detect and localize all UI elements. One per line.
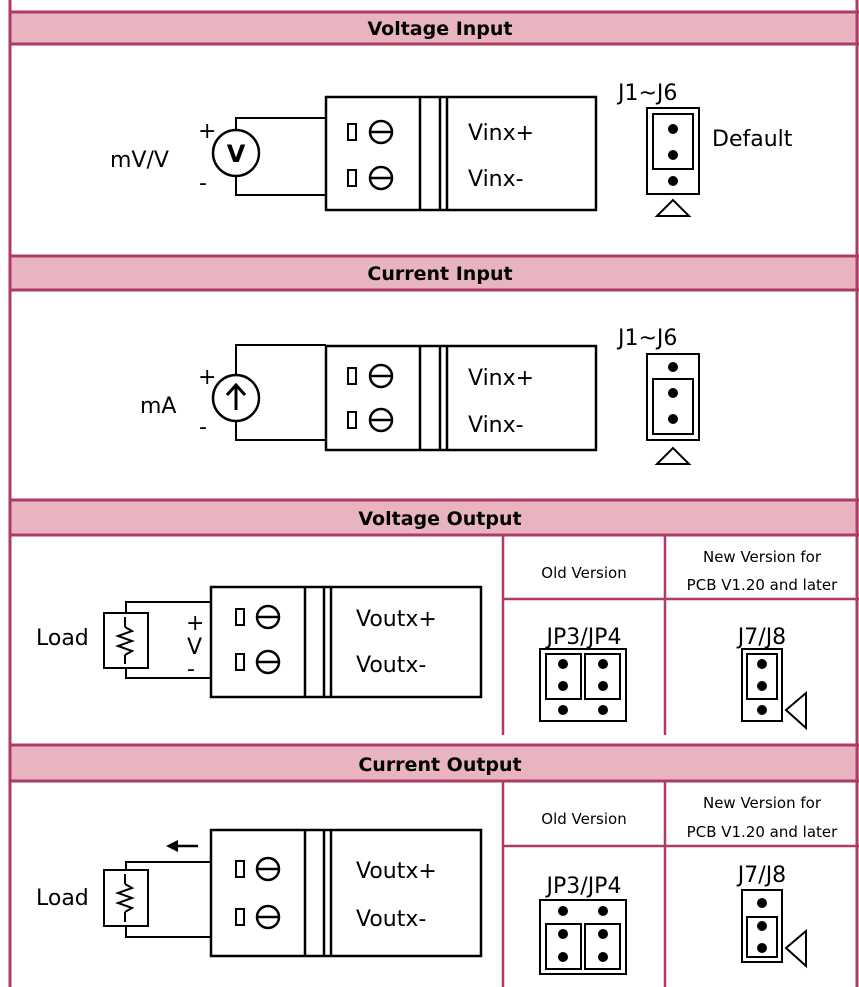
old-version-label: Old Version (541, 810, 626, 828)
new-version-line2: PCB V1.20 and later (687, 823, 838, 841)
plus-sign: + (198, 365, 216, 390)
plus-sign: + (198, 119, 216, 144)
section-title: Current Input (367, 263, 512, 285)
section-title: Voltage Input (367, 18, 512, 40)
wire-plus (235, 344, 326, 375)
old-version-label: Old Version (541, 564, 626, 582)
triangle-icon (784, 690, 807, 731)
section-voltage-output: Voltage Output Old Version New Version f… (10, 500, 859, 735)
load-label: Load (36, 626, 89, 651)
triangle-icon (784, 928, 807, 969)
old-jumper-header (539, 899, 627, 975)
source-label: mV/V (110, 148, 169, 173)
terminal-block (209, 585, 483, 699)
arrow-left-icon (166, 840, 198, 852)
jumper-header (646, 353, 700, 441)
diagram-frame (8, 0, 859, 987)
wire-minus (235, 176, 326, 196)
new-jumper-label: J7/J8 (736, 625, 786, 650)
wire-plus (235, 117, 326, 130)
new-jumper-header (741, 648, 783, 722)
wire-minus (235, 421, 326, 441)
meter-symbol: V (227, 140, 246, 168)
terminal-vout-plus: Voutx+ (356, 607, 437, 632)
section-title: Current Output (358, 754, 521, 776)
terminal-vin-plus: Vinx+ (468, 121, 534, 146)
old-jumper-header (539, 648, 627, 722)
terminal-vout-minus: Voutx- (356, 653, 426, 678)
jumper-label: J1~J6 (616, 81, 677, 106)
minus-sign: - (199, 415, 207, 440)
section-title: Voltage Output (358, 508, 521, 530)
load-label: Load (36, 886, 89, 911)
terminal-block (209, 828, 483, 958)
section-voltage-input: Voltage Input V mV/V + - Vinx+ Vinx- J1~… (10, 12, 859, 217)
jumper-header (646, 107, 700, 195)
plus-sign: + (186, 611, 204, 636)
new-jumper-label: J7/J8 (736, 863, 786, 888)
terminal-vout-minus: Voutx- (356, 907, 426, 932)
old-jumper-label: JP3/JP4 (545, 874, 622, 899)
terminal-vout-plus: Voutx+ (356, 859, 437, 884)
minus-sign: - (187, 657, 195, 682)
new-version-line1: New Version for (703, 794, 822, 812)
terminal-vin-plus: Vinx+ (468, 366, 534, 391)
triangle-icon (654, 446, 692, 465)
terminal-vin-minus: Vinx- (468, 413, 524, 438)
minus-sign: - (199, 171, 207, 196)
jumper-note: Default (712, 127, 793, 152)
resistor-icon (103, 612, 149, 669)
v-label: V (187, 635, 202, 660)
new-version-line2: PCB V1.20 and later (687, 576, 838, 594)
section-current-input: Current Input mA + - Vinx+ Vinx- J1~J6 (10, 256, 859, 465)
old-jumper-label: JP3/JP4 (545, 625, 622, 650)
terminal-vin-minus: Vinx- (468, 167, 524, 192)
new-version-line1: New Version for (703, 548, 822, 566)
source-label: mA (140, 394, 176, 419)
resistor-icon (103, 869, 149, 927)
terminal-block (324, 344, 598, 452)
new-jumper-header (741, 889, 783, 963)
jumper-label: J1~J6 (616, 326, 677, 351)
terminal-block (324, 95, 598, 212)
section-current-output: Current Output Old Version New Version f… (10, 745, 859, 987)
triangle-icon (654, 198, 692, 217)
